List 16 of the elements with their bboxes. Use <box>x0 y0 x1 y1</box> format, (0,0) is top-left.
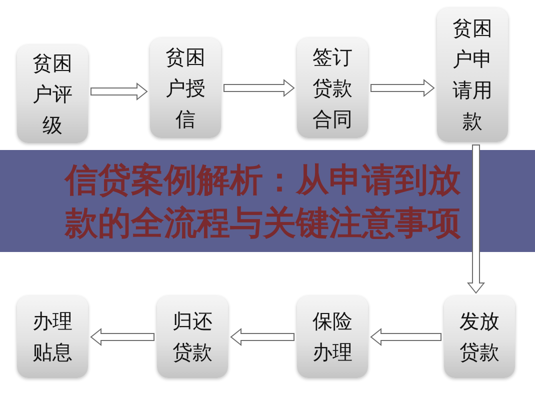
arrow <box>224 78 295 98</box>
arrow <box>230 328 294 346</box>
process-box: 贫困户授信 <box>150 38 221 138</box>
process-box: 贫困户申请用款 <box>437 8 508 142</box>
arrow <box>466 144 486 294</box>
process-box: 归还贷款 <box>157 296 228 378</box>
arrow <box>370 328 442 346</box>
process-box: 保险办理 <box>297 296 368 378</box>
arrow <box>90 328 154 346</box>
process-box: 办理贴息 <box>17 296 88 378</box>
process-box: 贫困户评级 <box>17 45 88 143</box>
process-box: 签订贷款合同 <box>297 38 368 138</box>
process-box: 发放贷款 <box>444 296 515 378</box>
arrow <box>370 78 435 98</box>
arrow <box>90 82 148 101</box>
title: 信贷案例解析：从申请到放款的全流程与关键注意事项 <box>65 159 462 244</box>
